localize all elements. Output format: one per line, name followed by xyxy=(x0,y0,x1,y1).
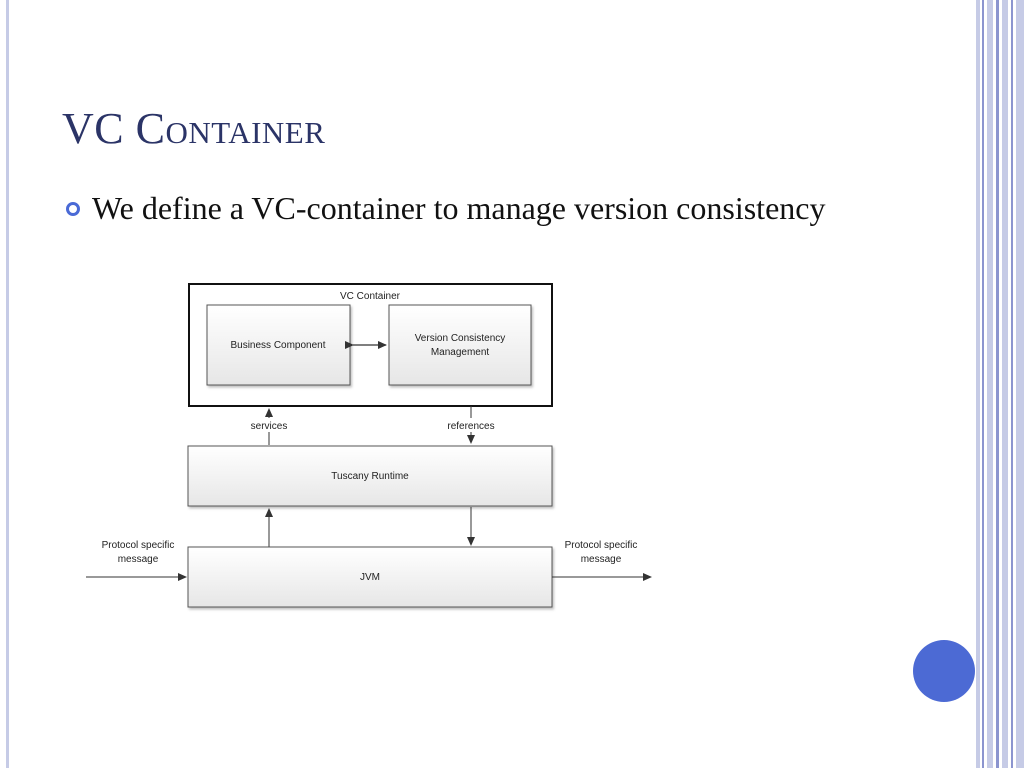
business-component-label: Business Component xyxy=(230,340,325,351)
vc-container-label: VC Container xyxy=(340,291,401,302)
bullet-item: We define a VC-container to manage versi… xyxy=(66,188,826,228)
left-border-rule xyxy=(6,0,9,768)
tuscany-runtime-label: Tuscany Runtime xyxy=(331,471,409,482)
jvm-box xyxy=(187,546,553,608)
tuscany-runtime-box xyxy=(187,445,553,507)
decorative-circle xyxy=(913,640,975,702)
outbound-message-label-line2: message xyxy=(581,554,622,565)
business-component-box xyxy=(206,304,351,386)
version-consistency-box xyxy=(388,304,532,386)
services-label: services xyxy=(251,421,288,432)
version-consistency-label-line1: Version Consistency xyxy=(415,333,506,344)
inbound-message-label-line2: message xyxy=(118,554,159,565)
right-decorative-stripes xyxy=(976,0,1024,768)
inbound-message-label-line1: Protocol specific xyxy=(102,540,175,551)
bullet-text: We define a VC-container to manage versi… xyxy=(92,190,826,226)
slide-title: VC Container xyxy=(62,104,326,153)
outbound-message-label-line1: Protocol specific xyxy=(565,540,638,551)
version-consistency-label-line2: Management xyxy=(431,347,490,358)
jvm-label: JVM xyxy=(360,572,380,583)
bullet-ring-icon xyxy=(66,202,80,216)
references-label: references xyxy=(447,421,494,432)
